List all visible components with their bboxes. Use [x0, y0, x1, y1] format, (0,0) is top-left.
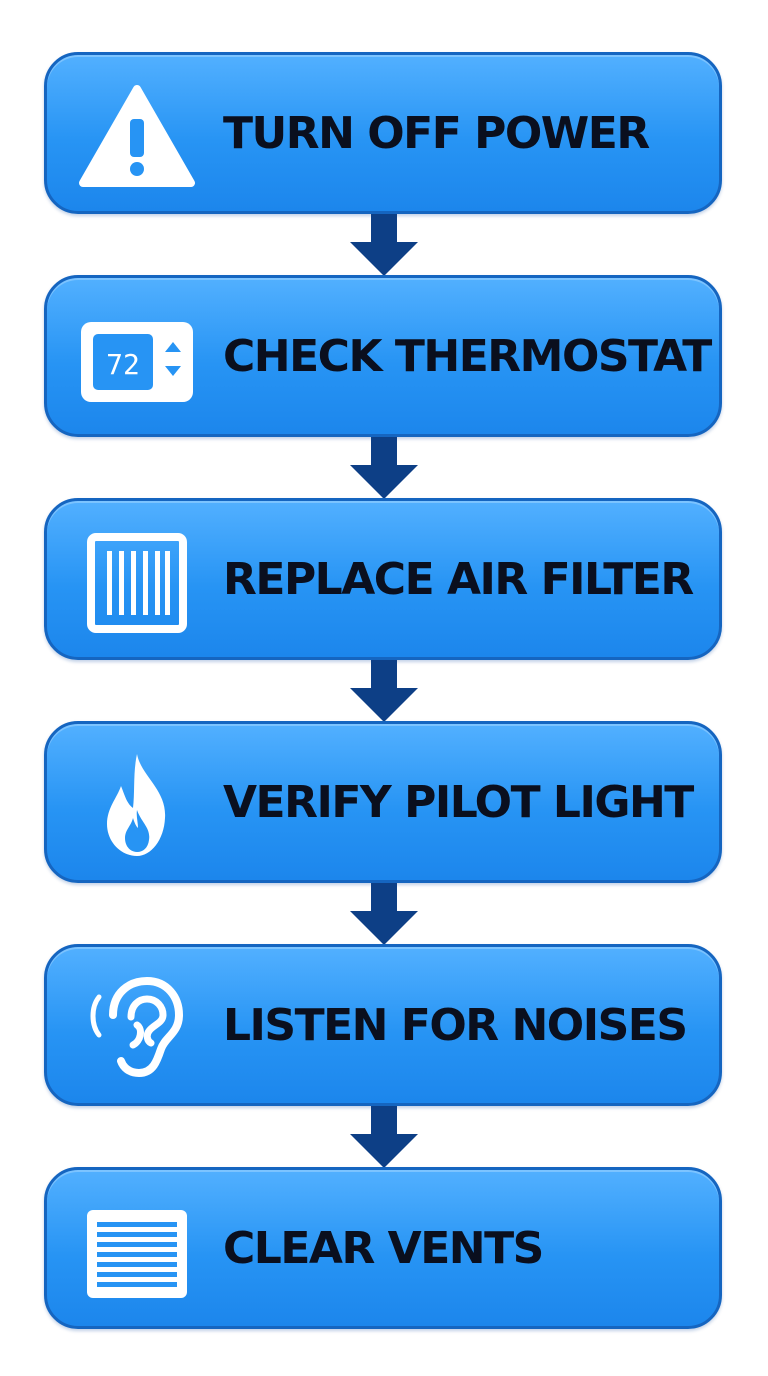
step-verify-pilot-light: VERIFY PILOT LIGHT	[44, 721, 722, 883]
warning-icon	[77, 83, 197, 189]
down-arrow	[350, 660, 418, 722]
step-label: LISTEN FOR NOISES	[223, 999, 688, 1051]
down-arrow	[350, 437, 418, 499]
vent-icon	[77, 1198, 197, 1304]
step-listen-for-noises: LISTEN FOR NOISES	[44, 944, 722, 1106]
step-label: CHECK THERMOSTAT	[223, 330, 712, 382]
air-filter-icon	[77, 529, 197, 635]
step-check-thermostat: 72 CHECK THERMOSTAT	[44, 275, 722, 437]
step-label: TURN OFF POWER	[223, 107, 650, 159]
thermostat-display: 72	[106, 348, 140, 381]
down-arrow	[350, 1106, 418, 1168]
thermostat-icon: 72	[77, 306, 197, 412]
step-replace-air-filter: REPLACE AIR FILTER	[44, 498, 722, 660]
step-label: REPLACE AIR FILTER	[223, 553, 694, 605]
down-arrow	[350, 883, 418, 945]
down-arrow	[350, 214, 418, 276]
ear-icon	[77, 975, 197, 1081]
flame-icon	[77, 752, 197, 858]
step-label: VERIFY PILOT LIGHT	[223, 776, 694, 828]
step-clear-vents: CLEAR VENTS	[44, 1167, 722, 1329]
step-turn-off-power: TURN OFF POWER	[44, 52, 722, 214]
step-label: CLEAR VENTS	[223, 1222, 544, 1274]
